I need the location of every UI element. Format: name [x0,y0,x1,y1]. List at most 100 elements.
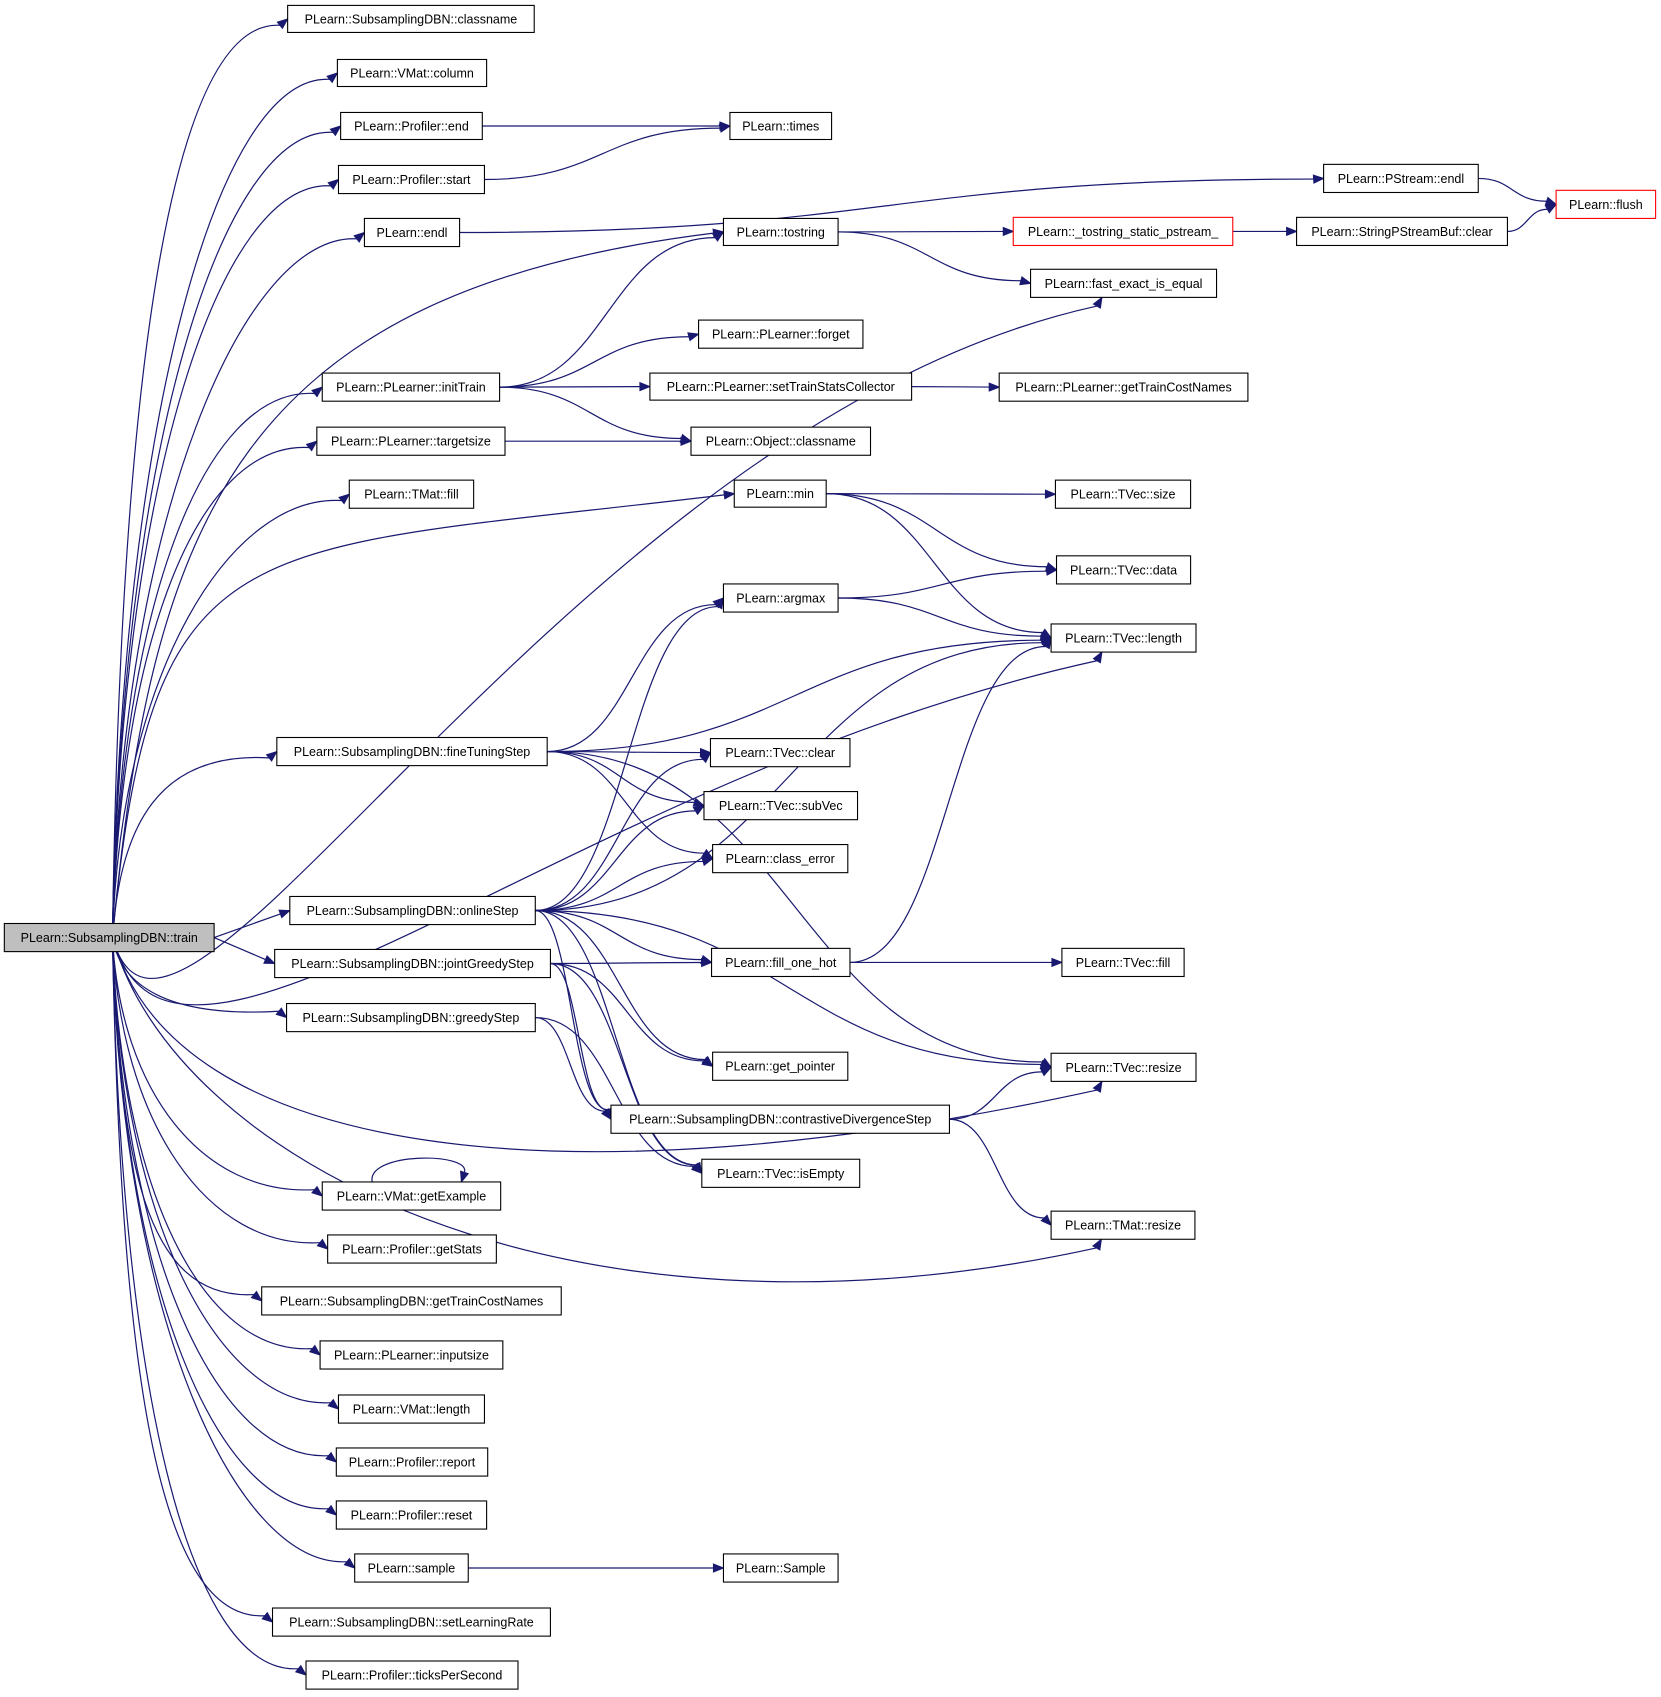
node-label: PLearn::VMat::getExample [337,1190,486,1204]
node-vmat-length[interactable]: PLearn::VMat::length [337,1394,486,1424]
edge-train-to-inputsize [111,937,313,1350]
node-getTrainCostNames-pl[interactable]: PLearn::PLearner::getTrainCostNames [998,372,1249,402]
node-fill-one-hot[interactable]: PLearn::fill_one_hot [710,947,851,978]
node-class-error[interactable]: PLearn::class_error [712,844,849,874]
edge-jointGreedyStep-to-fill-one-hot [550,961,702,965]
arrowhead-targetsize-to-object-classname [680,436,693,446]
node-box [340,111,483,141]
node-tvec-data[interactable]: PLearn::TVec::data [1055,555,1192,585]
node-fineTuningStep[interactable]: PLearn::SubsamplingDBN::fineTuningStep [276,736,548,767]
node-jointGreedyStep[interactable]: PLearn::SubsamplingDBN::jointGreedyStep [274,948,551,979]
node-fast-exact[interactable]: PLearn::fast_exact_is_equal [1030,268,1218,298]
node-label: PLearn::VMat::length [353,1403,470,1417]
edge-initTrain-to-forget [499,336,689,388]
node-box [733,479,827,508]
arrowhead-train-to-tmat-fill [338,493,351,505]
edge-train-to-setLearningRate [111,937,265,1617]
node-label: PLearn::_tostring_static_pstream_ [1028,225,1219,239]
node-Sample[interactable]: PLearn::Sample [722,1553,839,1583]
edge-initTrain-to-object-classname [499,386,682,440]
node-sample[interactable]: PLearn::sample [354,1553,469,1583]
arrowhead-tostring-to-fast-exact [1019,276,1032,286]
node-forget[interactable]: PLearn::PLearner::forget [698,319,864,349]
node-tvec-resize[interactable]: PLearn::TVec::resize [1050,1052,1197,1082]
arrowhead-train-to-report [325,1451,338,1463]
node-label: PLearn::SubsamplingDBN::onlineStep [307,904,519,918]
node-profiler-start[interactable]: PLearn::Profiler::start [337,164,486,195]
node-box [3,922,215,953]
node-reset[interactable]: PLearn::Profiler::reset [335,1500,488,1530]
arrowhead-fineTuningStep-to-subVec [692,797,706,807]
node-tvec-fill[interactable]: PLearn::TVec::fill [1061,947,1185,978]
node-object-classname[interactable]: PLearn::Object::classname [690,426,872,456]
node-min[interactable]: PLearn::min [733,479,827,508]
node-subVec[interactable]: PLearn::TVec::subVec [703,791,859,821]
node-box [289,895,536,926]
node-getTrainCostNames-sdbn[interactable]: PLearn::SubsamplingDBN::getTrainCostName… [261,1286,562,1316]
node-cdStep[interactable]: PLearn::SubsamplingDBN::contrastiveDiver… [610,1104,951,1134]
arrowhead-train-to-onlineStep [278,909,292,919]
arrowhead-onlineStep-to-subVec [692,804,706,816]
arrowhead-train-to-tvec-length [1092,650,1103,664]
node-tostring-static[interactable]: PLearn::_tostring_static_pstream_ [1012,216,1234,247]
arrowhead-train-to-tmat-resize [1092,1238,1103,1251]
node-tvec-clear[interactable]: PLearn::TVec::clear [709,738,851,768]
node-box [335,1447,489,1477]
node-times[interactable]: PLearn::times [729,111,833,141]
arrowhead-train-to-fineTuningStep [265,750,278,762]
node-get-pointer[interactable]: PLearn::get_pointer [712,1051,849,1081]
node-profiler-end[interactable]: PLearn::Profiler::end [340,111,483,141]
node-tvec-size[interactable]: PLearn::TVec::size [1054,479,1192,509]
edge-cdStep-to-tvec-resize [949,1071,1043,1120]
edge-train-to-tvec-length [111,660,1098,1006]
node-box [712,1051,849,1081]
node-inputsize[interactable]: PLearn::PLearner::inputsize [319,1340,504,1370]
node-label: PLearn::Profiler::end [354,119,469,133]
node-getExample[interactable]: PLearn::VMat::getExample [321,1181,502,1211]
node-onlineStep[interactable]: PLearn::SubsamplingDBN::onlineStep [289,895,536,926]
node-box [1050,1052,1197,1082]
node-box [321,1181,502,1211]
node-argmax[interactable]: PLearn::argmax [722,583,839,613]
node-box [276,736,548,767]
node-vmat-column[interactable]: PLearn::VMat::column [336,58,488,88]
edge-train-to-initTrain [111,392,315,938]
node-isEmpty[interactable]: PLearn::TVec::isEmpty [701,1158,861,1188]
node-label: PLearn::Profiler::ticksPerSecond [322,1669,503,1683]
node-label: PLearn::Profiler::start [352,173,471,187]
node-initTrain[interactable]: PLearn::PLearner::initTrain [321,372,501,402]
node-getStats[interactable]: PLearn::Profiler::getStats [327,1234,497,1264]
node-setLearningRate[interactable]: PLearn::SubsamplingDBN::setLearningRate [271,1607,551,1637]
node-setTrainStatsCollector[interactable]: PLearn::PLearner::setTrainStatsCollector [649,372,913,401]
node-box [286,1002,536,1033]
node-tmat-resize[interactable]: PLearn::TMat::resize [1050,1210,1196,1240]
arrowhead-jointGreedyStep-to-get-pointer [701,1056,714,1067]
edge-getExample-to-getExample [371,1157,465,1183]
node-spsb-clear[interactable]: PLearn::StringPStreamBuf::clear [1296,216,1508,247]
node-label: PLearn::Profiler::getStats [342,1242,482,1256]
node-label: PLearn::TVec::resize [1066,1061,1182,1075]
node-greedyStep[interactable]: PLearn::SubsamplingDBN::greedyStep [286,1002,536,1033]
node-tmat-fill[interactable]: PLearn::TMat::fill [348,479,475,509]
node-train[interactable]: PLearn::SubsamplingDBN::train [3,922,215,953]
node-box [701,1158,861,1188]
node-label: PLearn::fill_one_hot [725,956,837,970]
node-tostring[interactable]: PLearn::tostring [722,217,839,247]
node-report[interactable]: PLearn::Profiler::report [335,1447,489,1477]
node-label: PLearn::PStream::endl [1338,172,1464,186]
edge-train-to-vmat-column [111,78,330,938]
node-label: PLearn::PLearner::getTrainCostNames [1015,381,1231,395]
edge-onlineStep-to-tvec-clear [535,758,704,912]
edge-train-to-endl [111,238,357,938]
node-flush[interactable]: PLearn::flush [1555,189,1657,219]
node-label: PLearn::endl [377,226,448,240]
node-endl[interactable]: PLearn::endl [363,217,461,248]
edge-train-to-fineTuningStep [111,756,270,938]
node-pstream-endl[interactable]: PLearn::PStream::endl [1323,163,1479,194]
node-classname-sdbn[interactable]: PLearn::SubsamplingDBN::classname [287,4,535,33]
node-targetsize[interactable]: PLearn::PLearner::targetsize [316,426,506,456]
edge-train-to-min [111,494,725,938]
node-ticksPerSecond[interactable]: PLearn::Profiler::ticksPerSecond [305,1660,519,1690]
node-box [335,1500,488,1530]
node-tvec-length[interactable]: PLearn::TVec::length [1050,623,1197,653]
